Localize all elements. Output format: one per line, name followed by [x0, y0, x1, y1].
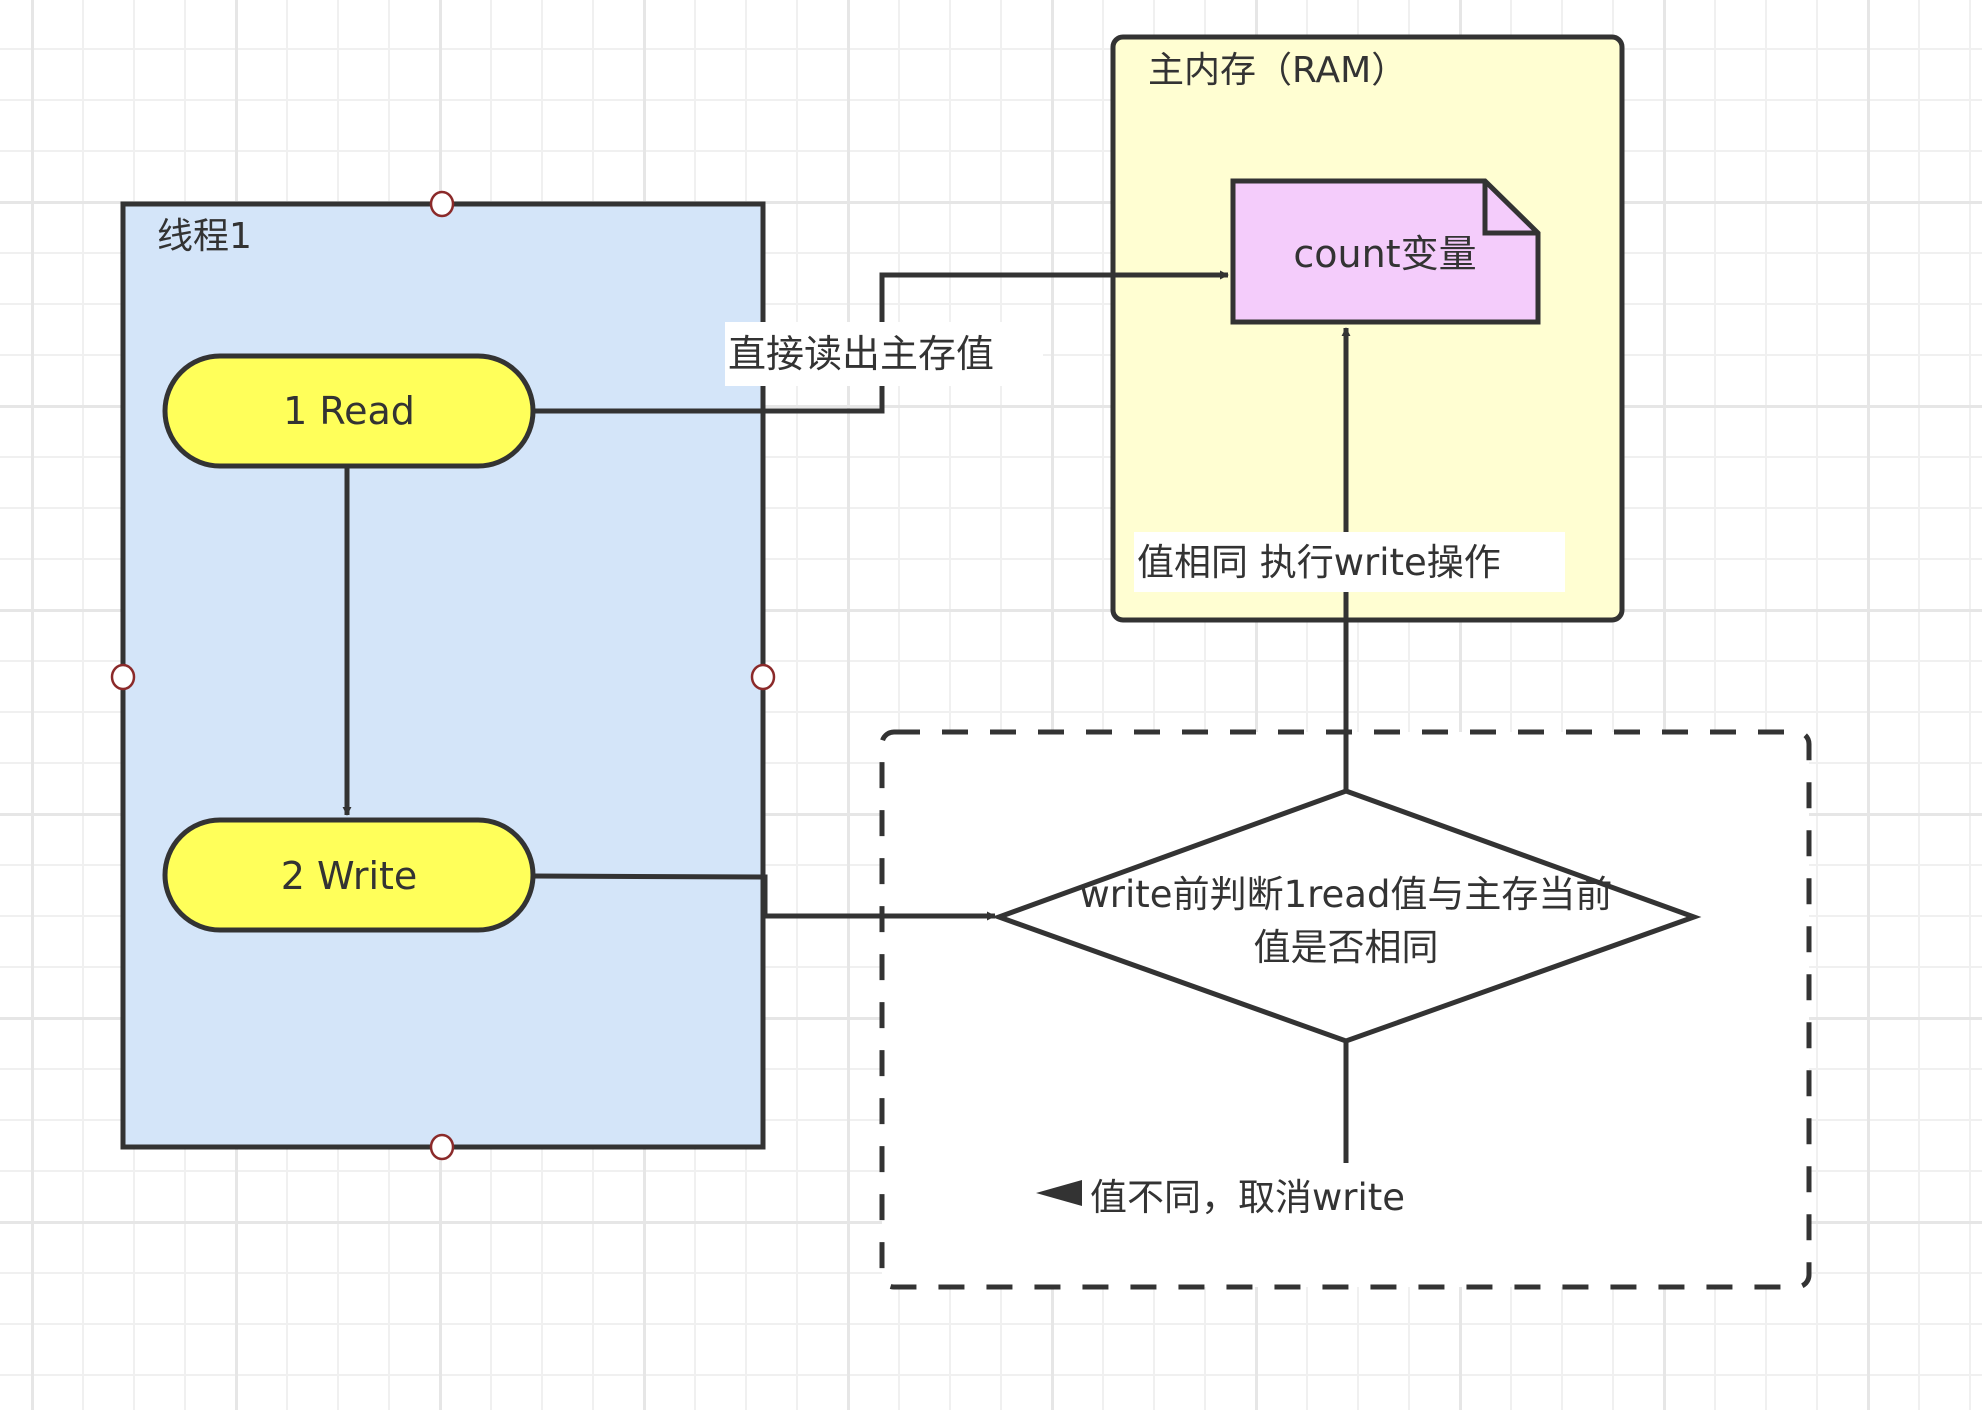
count-variable-label: count变量 [1293, 232, 1476, 276]
thread-container[interactable]: 线程1 [120, 201, 766, 1150]
ram-container-title: 主内存（RAM） [1148, 50, 1407, 91]
resize-handle-right[interactable] [750, 663, 776, 691]
write-node[interactable]: 2 Write [162, 817, 536, 933]
edge-read-to-memory-label-group: 直接读出主存值 [725, 322, 1043, 386]
resize-handle-top[interactable] [429, 190, 455, 218]
thread-container-title: 线程1 [157, 216, 252, 257]
count-variable-shape[interactable] [1230, 178, 1541, 325]
edge-same-value-label: 值相同 执行write操作 [1137, 541, 1501, 584]
decision-node-shape[interactable] [991, 788, 1702, 1044]
selection-handles[interactable] [110, 190, 776, 1161]
note-fold-icon [1482, 181, 1538, 236]
edge-write-to-decision[interactable] [532, 873, 996, 921]
edge-same-value-label-group: 值相同 执行write操作 [1134, 532, 1565, 592]
decision-node-label-line2: 值是否相同 [1254, 926, 1439, 969]
decision-node-label-line1: write前判断1read值与主存当前 [1080, 873, 1613, 916]
count-variable-node[interactable]: count变量 [1230, 178, 1541, 325]
read-node-label: 1 Read [283, 389, 415, 433]
read-node-shape[interactable] [162, 353, 536, 469]
resize-handle-left[interactable] [110, 663, 136, 691]
cancel-arrow-icon [1036, 1180, 1082, 1206]
read-node[interactable]: 1 Read [162, 353, 536, 469]
edge-different-value-label: 值不同，取消write [1090, 1176, 1405, 1219]
write-node-label: 2 Write [281, 854, 418, 898]
edge-read-to-memory-label: 直接读出主存值 [728, 332, 994, 376]
resize-handle-bottom[interactable] [429, 1133, 455, 1161]
decision-node[interactable]: write前判断1read值与主存当前 值是否相同 [991, 788, 1702, 1044]
thread-container-box[interactable] [120, 201, 766, 1150]
write-node-shape[interactable] [162, 817, 536, 933]
